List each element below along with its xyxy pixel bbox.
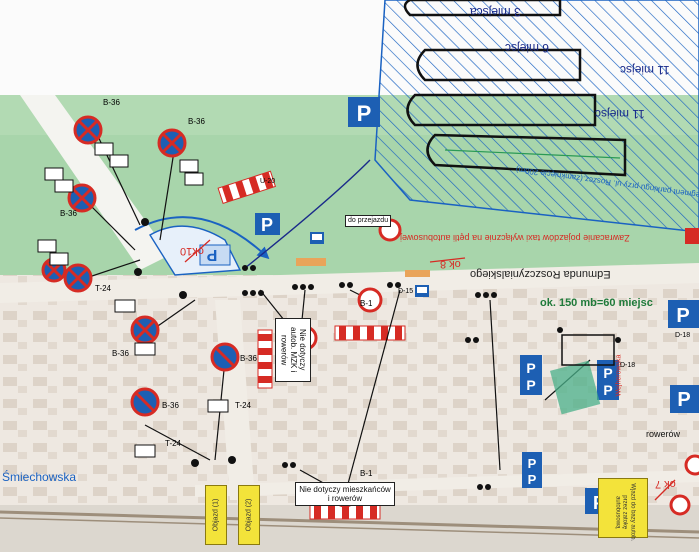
- sign-code-label: T-24: [95, 284, 112, 293]
- sign-code-label: B-36: [60, 209, 77, 218]
- sign-code-label: T-24: [235, 401, 252, 410]
- sign-code-label: B-36: [162, 401, 179, 410]
- distance-label-ok7: ok 7: [655, 478, 676, 490]
- svg-text:P: P: [676, 305, 689, 327]
- svg-text:P: P: [528, 456, 537, 471]
- lot-count-label: 3 miejsca: [470, 5, 521, 19]
- distance-label-ok10: ok10: [180, 245, 204, 257]
- passage-note: do przejazdu: [345, 215, 392, 228]
- sign-code-label: T-24: [165, 439, 182, 448]
- road-marking: [296, 258, 326, 266]
- sign-code-label: D-18: [675, 332, 691, 339]
- exemption-note-residents: Nie dotyczy mieszkańców i rowerów: [295, 482, 395, 507]
- parking-segment-hatch: [374, 0, 699, 233]
- svg-text:P: P: [603, 365, 612, 381]
- parking-bays: [403, 0, 627, 177]
- sign-code-label: B-36: [112, 349, 129, 358]
- sign-code-label: D-15: [398, 288, 414, 295]
- detour-sign: Objazd (2): [238, 485, 260, 545]
- leader-line: [244, 159, 371, 269]
- exemption-note-bus: Nie dotyczy autob. MZK i rowerów: [275, 318, 311, 382]
- svg-text:P: P: [206, 246, 217, 263]
- supplementary-plate: [37, 142, 229, 458]
- diagonal-road: [20, 95, 170, 270]
- sign-code-label: B-36: [188, 117, 205, 126]
- lot-count-label: 11 miejsc: [595, 107, 645, 121]
- sign-code-label: D-18: [620, 362, 636, 369]
- svg-text:P: P: [357, 101, 372, 126]
- sign-code-label: B-36: [240, 354, 257, 363]
- svg-text:P: P: [526, 360, 535, 376]
- info-board: Wjazd do bazy autob. przez zatokę autobu…: [598, 478, 648, 541]
- dimension-marks: [184, 239, 676, 501]
- street-name-weherowska: Wejherowska: [615, 354, 623, 397]
- svg-text:P: P: [526, 377, 535, 393]
- no-stopping-sign: [41, 115, 240, 417]
- parking-bay-highlight: [549, 360, 601, 415]
- svg-text:P: P: [603, 382, 612, 398]
- approach-line: [134, 216, 270, 260]
- svg-text:P: P: [261, 215, 273, 235]
- street-name-roszczynialskiego: Edmunda Roszczynialskiego: [470, 268, 611, 280]
- bus-stop-sign: [310, 232, 429, 297]
- sign-code-label: B-36: [103, 98, 120, 107]
- sign-code-label: B-1: [360, 299, 373, 308]
- distance-label-ok8: ok 8: [440, 258, 461, 270]
- rowerow-label: rowerów: [646, 429, 681, 439]
- parking-capacity-label: ok. 150 mb=60 miejsc: [540, 297, 653, 309]
- svg-text:P: P: [677, 389, 690, 411]
- parking-sign: P P P P P PP PP PP P: [199, 97, 699, 514]
- sign-code-label: B-1: [360, 469, 373, 478]
- lot-count-label: 11 miejsc: [620, 63, 670, 77]
- sign-posts: [134, 218, 621, 490]
- pointer-lines: [79, 129, 591, 496]
- bus-turn-note: Zawracanie pojazdów taxi wyłącznie na pę…: [400, 233, 630, 243]
- sign-code-label: U-20: [260, 178, 276, 185]
- svg-text:P: P: [528, 472, 537, 487]
- street-name-smiechowska: Śmiechowska: [2, 470, 77, 484]
- lot-count-label: 6 miejsc: [505, 41, 550, 55]
- detour-sign: Objazd (1): [205, 485, 227, 545]
